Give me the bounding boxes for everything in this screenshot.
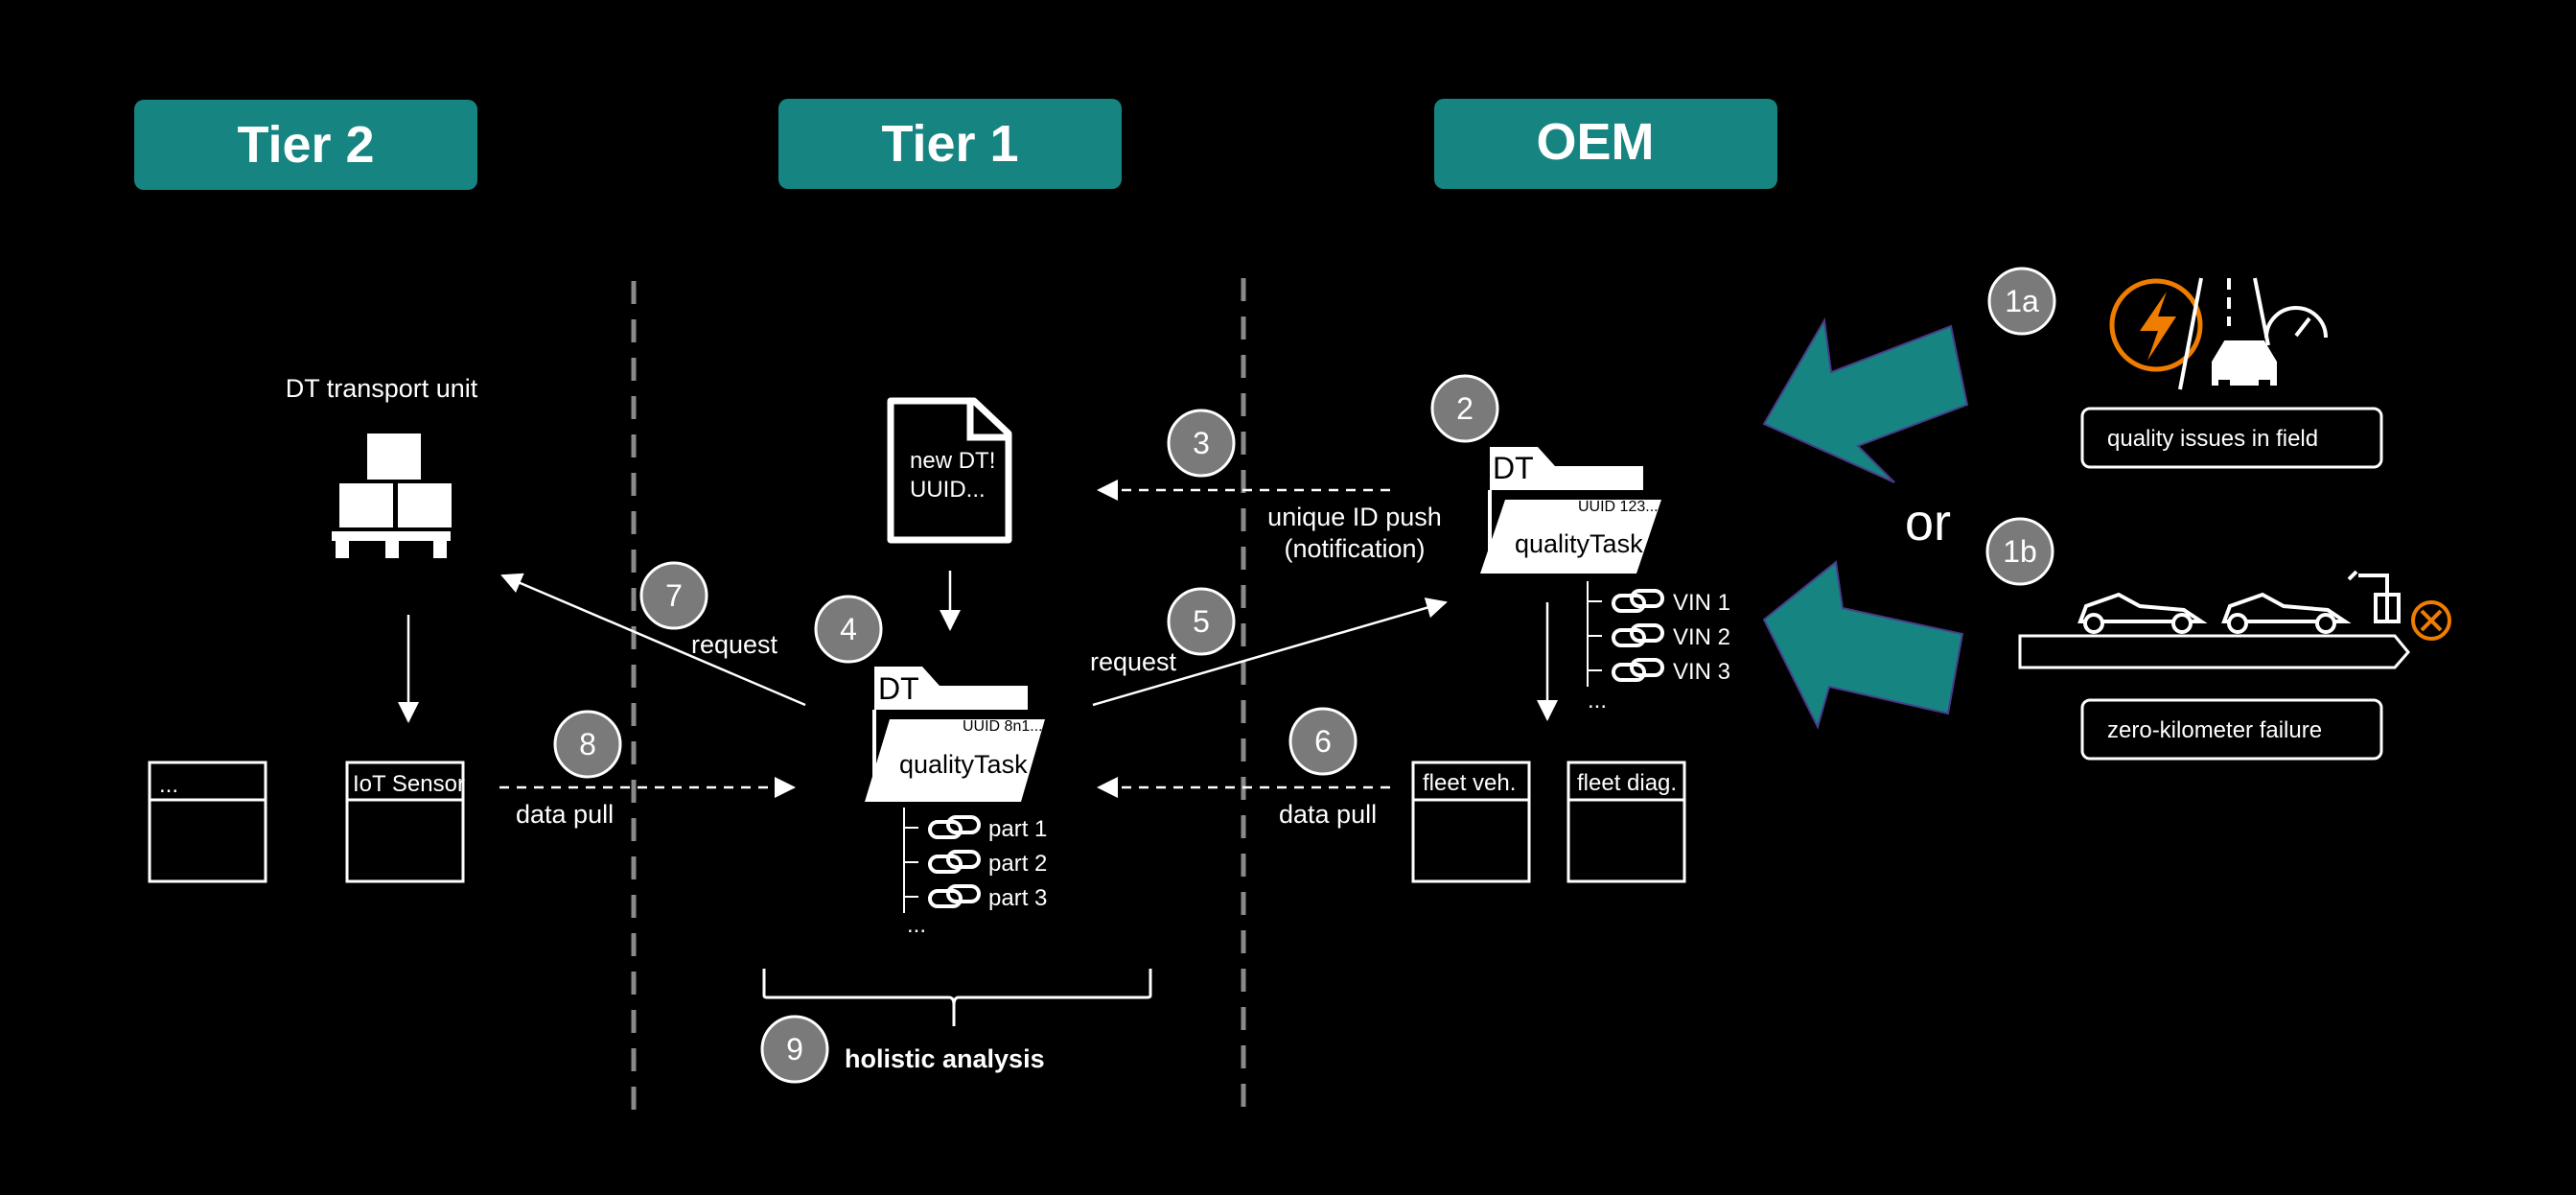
failure-x-icon [2411,600,2451,641]
step-9: 9 [760,1015,829,1084]
arrow-request-to-oem [1092,598,1448,707]
tier1-folder-dt: DT [878,671,919,706]
header-tier2-label: Tier 2 [237,116,374,174]
header-oem: OEM [1434,99,1777,189]
pallet-icon [332,433,452,558]
or-label: or [1905,494,1951,551]
link-icon [928,815,981,839]
header-tier1-label: Tier 1 [881,115,1018,173]
robot-arm-icon [2347,570,2401,623]
link-icon [1612,589,1664,613]
holistic-analysis-label: holistic analysis [845,1044,1045,1073]
request-right-label: request [1090,647,1177,676]
vin-3: VIN 3 [1673,659,1730,685]
parts-more: ... [907,912,926,938]
car-icon [2077,592,2208,634]
box-fleet-diag: fleet diag. [1566,761,1686,883]
oem-folder-uuid: UUID 123... [1578,499,1659,515]
holistic-analysis-brace [762,969,1152,1026]
link-icon [928,850,981,874]
road-car-icon [2178,277,2277,391]
part-3: part 3 [988,885,1047,911]
tier1-folder-task: qualityTask [899,750,1028,779]
box-fleet-diag-label: fleet diag. [1577,770,1677,796]
step-2: 2 [1430,374,1499,443]
tier1-dt-folder-icon: DT UUID 8n1... qualityTask [865,667,1045,802]
new-dt-line1: new DT! [910,448,995,474]
box-iot-sensor: IoT Sensor [345,761,465,883]
transport-unit-label: DT transport unit [286,374,478,403]
step-9-label: 9 [786,1032,803,1066]
zero-km-label-box: zero-kilometer failure [2080,698,2383,761]
step-3: 3 [1167,409,1236,478]
box-fleet-veh-label: fleet veh. [1423,770,1516,796]
step-1a: 1a [1987,267,2056,336]
arrow-request-to-tier2 [500,573,806,707]
speedometer-icon [2264,306,2328,339]
step-8-label: 8 [579,727,596,762]
step-1b-label: 1b [2003,534,2037,569]
push-label-line2: (notification) [1284,534,1425,563]
step-2-label: 2 [1456,391,1474,426]
part-1: part 1 [988,816,1047,842]
oem-folder-dt: DT [1493,451,1534,485]
step-6: 6 [1288,707,1358,776]
step-1b: 1b [1985,517,2054,586]
step-1a-label: 1a [2005,284,2039,318]
lightning-alert-icon [2109,278,2203,372]
vin-2: VIN 2 [1673,624,1730,650]
box-ellipsis-label: ... [159,772,178,798]
box-fleet-veh: fleet veh. [1411,761,1531,883]
step-5-label: 5 [1193,604,1210,639]
box-ellipsis: ... [148,761,267,883]
production-line-icon [2018,570,2410,669]
request-left-label: request [691,630,778,659]
car-icon [2221,592,2352,634]
vins-more: ... [1588,688,1607,714]
vin-1: VIN 1 [1673,590,1730,616]
step-5: 5 [1167,587,1236,656]
step-6-label: 6 [1314,724,1332,759]
header-oem-label: OEM [1536,113,1654,171]
step-4-label: 4 [840,612,857,646]
new-dt-line2: UUID... [910,477,986,503]
data-pull-left-label: data pull [516,800,614,829]
step-3-label: 3 [1193,426,1210,460]
field-issue-label: quality issues in field [2107,426,2318,452]
link-icon [1612,623,1664,647]
header-tier2: Tier 2 [134,100,477,190]
oem-vin-list: VIN 1 VIN 2 VIN 3 ... [1587,581,1730,714]
new-dt-document-icon: new DT! UUID... [887,397,1012,544]
header-tier1: Tier 1 [778,99,1122,189]
oem-dt-folder-icon: DT UUID 123... qualityTask [1480,447,1661,574]
step-7: 7 [639,561,708,630]
big-arrow-upper [1762,316,1969,483]
field-issue-label-box: quality issues in field [2080,407,2383,469]
push-label-line1: unique ID push [1267,503,1442,531]
step-8: 8 [553,710,622,779]
link-icon [1612,658,1664,682]
data-pull-right-label: data pull [1279,800,1377,829]
part-2: part 2 [988,851,1047,877]
step-4: 4 [814,595,883,664]
tier1-parts-list: part 1 part 2 part 3 ... [903,808,1047,938]
link-icon [928,884,981,908]
big-arrow-lower [1762,560,1964,730]
step-7-label: 7 [665,578,683,613]
tier1-folder-uuid: UUID 8n1... [963,718,1043,735]
zero-km-label: zero-kilometer failure [2107,717,2322,743]
oem-folder-task: qualityTask [1515,529,1643,558]
box-iot-sensor-label: IoT Sensor [353,771,465,797]
